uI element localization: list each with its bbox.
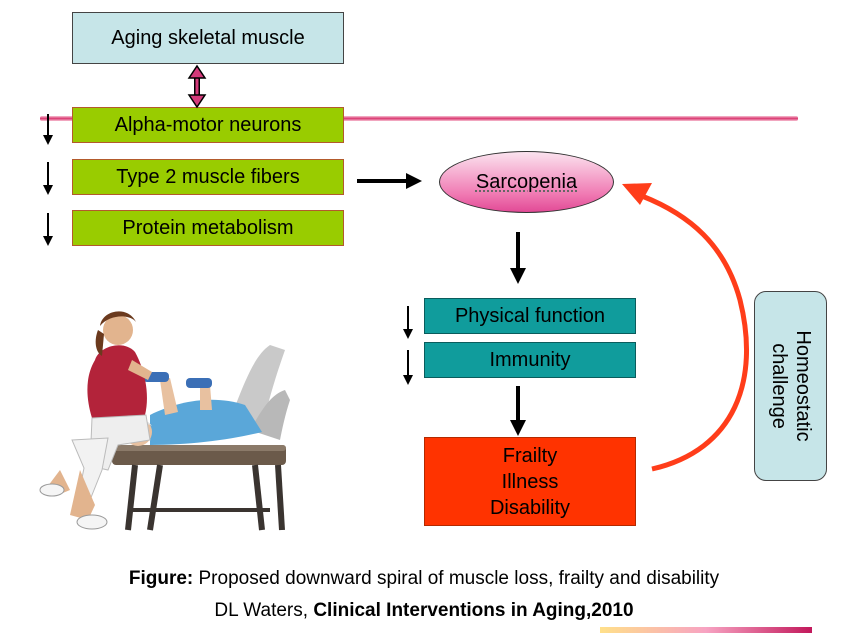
caption-figure-label: Figure:: [128, 568, 194, 589]
bottom-accent-line: [600, 627, 812, 633]
citation: DL Waters, Clinical Interventions in Agi…: [0, 600, 848, 622]
alpha-motor-neurons-box: Alpha-motor neurons: [72, 107, 344, 143]
homeostatic-label: Homeostatic: [791, 330, 814, 442]
homeostatic-challenge-box: Homeostatic challenge: [754, 291, 827, 481]
physical-function-box: Physical function: [424, 298, 636, 334]
challenge-label: challenge: [767, 343, 790, 429]
divider-line: [40, 116, 798, 121]
aging-skeletal-muscle-box: Aging skeletal muscle: [72, 12, 344, 64]
caption-text: Proposed downward spiral of muscle loss,…: [193, 568, 720, 589]
type2-fibers-label: Type 2 muscle fibers: [116, 165, 300, 188]
double-arrow-icon: [187, 64, 207, 109]
exercise-illustration: [39, 311, 290, 531]
type2-fibers-box: Type 2 muscle fibers: [72, 159, 344, 195]
outcomes-box: Frailty Illness Disability: [424, 437, 636, 526]
frailty-label: Frailty: [502, 444, 558, 467]
physical-function-label: Physical function: [454, 304, 606, 327]
immunity-box: Immunity: [424, 342, 636, 378]
sarcopenia-label: Sarcopenia: [475, 170, 578, 193]
sarcopenia-ellipse: Sarcopenia: [439, 151, 614, 213]
protein-metabolism-label: Protein metabolism: [122, 216, 294, 239]
disability-label: Disability: [489, 496, 571, 519]
feedback-arrow-icon: [622, 183, 749, 472]
protein-metabolism-box: Protein metabolism: [72, 210, 344, 246]
immunity-label: Immunity: [489, 348, 571, 371]
alpha-motor-neurons-label: Alpha-motor neurons: [114, 113, 302, 136]
illness-label: Illness: [501, 470, 559, 493]
aging-skeletal-muscle-label: Aging skeletal muscle: [111, 26, 305, 49]
figure-caption: Figure: Proposed downward spiral of musc…: [0, 568, 848, 590]
citation-author: DL Waters,: [214, 600, 314, 621]
citation-source: Clinical Interventions in Aging,2010: [313, 600, 634, 621]
